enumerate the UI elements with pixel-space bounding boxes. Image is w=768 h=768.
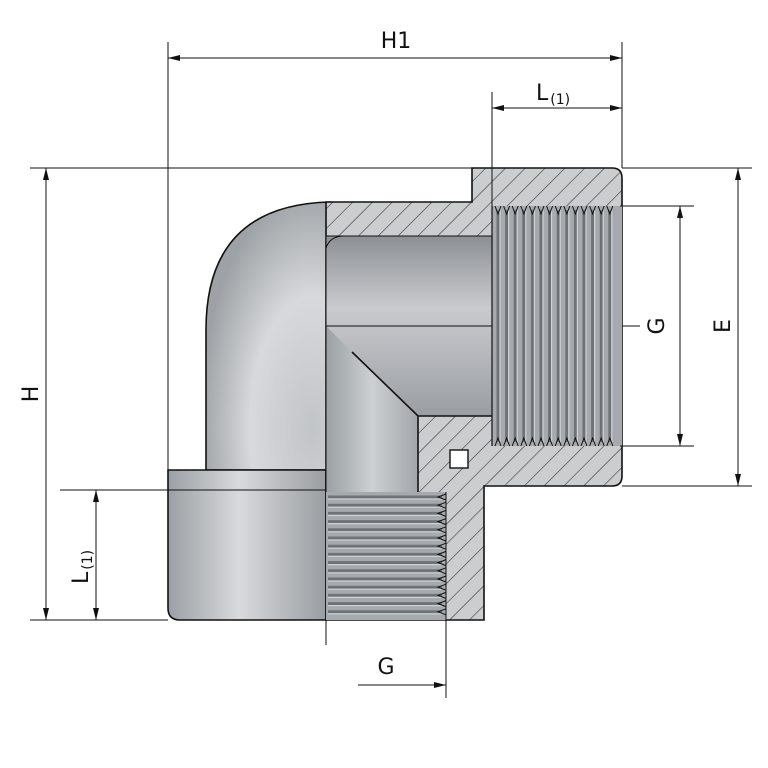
thread-serration (546, 205, 554, 447)
thread-serration (597, 205, 605, 447)
elbow-bend-body (205, 201, 331, 471)
thread-serration (571, 205, 579, 447)
thread-serration (436, 600, 447, 608)
thread-serration (436, 559, 447, 567)
thread-serration (436, 542, 447, 550)
thread-serration (436, 501, 447, 509)
thread-serration (606, 205, 614, 447)
thread-serration (563, 205, 571, 447)
elbow-section (325, 167, 640, 645)
thread-serration (436, 518, 447, 526)
g-right-label: G (645, 317, 670, 334)
thread-serration (436, 608, 447, 616)
thread-serration (580, 205, 588, 447)
vertical-bore (326, 326, 418, 492)
thread-serration (494, 205, 502, 447)
square-port (449, 449, 469, 469)
l-top-label: L(1) (536, 81, 570, 108)
thread-serration (503, 205, 511, 447)
thread-serration (436, 534, 447, 542)
elbow-exterior (167, 201, 331, 621)
thread-serration (511, 205, 519, 447)
thread-serration (436, 583, 447, 591)
e-label: E (711, 319, 736, 333)
thread-serration (436, 575, 447, 583)
right-internal-thread (491, 205, 622, 447)
l-left-label: L(1) (69, 550, 96, 584)
h1-label: H1 (381, 29, 412, 54)
thread-serration (537, 205, 545, 447)
thread-serration (520, 205, 528, 447)
thread-serration (528, 205, 536, 447)
thread-serration (436, 550, 447, 558)
h-label: H (19, 386, 44, 403)
thread-serration (436, 509, 447, 517)
thread-serration (436, 526, 447, 534)
thread-serration (554, 205, 562, 447)
dimensions: H1 L(1) H L(1) E G G (19, 29, 752, 698)
thread-serration (436, 567, 447, 575)
bottom-internal-thread (326, 492, 447, 620)
lower-socket-exterior (167, 469, 327, 621)
thread-serration (436, 493, 447, 501)
thread-serration (436, 591, 447, 599)
thread-serration (589, 205, 597, 447)
g-bottom-label: G (377, 655, 394, 680)
